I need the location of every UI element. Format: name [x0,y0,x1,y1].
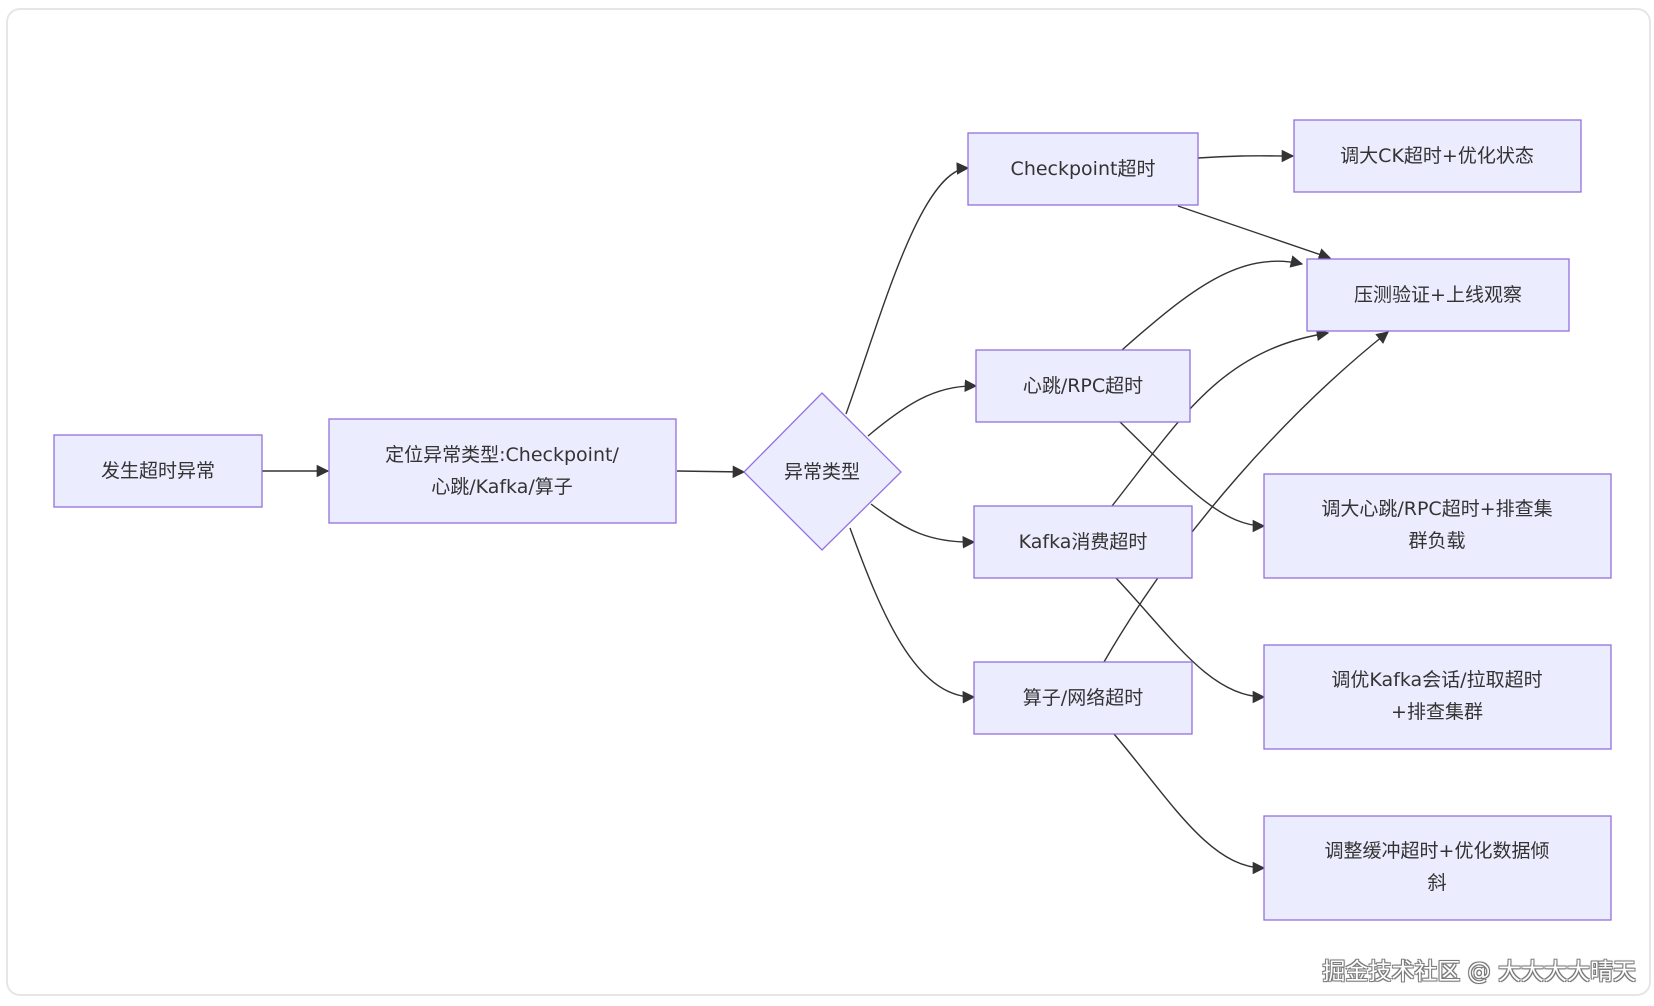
node-locate-label-1: 定位异常类型:Checkpoint/ [385,444,619,466]
node-checkpoint-label: Checkpoint超时 [1011,158,1156,180]
node-start-label: 发生超时异常 [101,460,215,482]
node-locate: 定位异常类型:Checkpoint/ 心跳/Kafka/算子 [328,418,677,524]
edge-decision-operator [849,527,976,704]
node-verify: 压测验证+上线观察 [1306,258,1570,332]
node-verify-label: 压测验证+上线观察 [1354,284,1522,306]
edge-decision-kafka [870,503,976,549]
node-locate-label-2: 心跳/Kafka/算子 [431,476,573,498]
node-kafka-label: Kafka消费超时 [1019,531,1148,553]
node-fix-heartbeat-label-1: 调大心跳/RPC超时+排查集 [1321,498,1552,520]
edge-decision-heartbeat [867,379,978,437]
node-operator-label: 算子/网络超时 [1023,687,1143,709]
edge-checkpoint-fixck [1197,149,1295,163]
node-fix-kafka-label-2: +排查集群 [1391,701,1483,723]
node-heartbeat-label: 心跳/RPC超时 [1023,375,1143,397]
node-fix-kafka: 调优Kafka会话/拉取超时 +排查集群 [1263,644,1612,750]
edge-operator-verify [1103,331,1389,663]
node-start: 发生超时异常 [53,434,263,508]
node-fix-operator: 调整缓冲超时+优化数据倾 斜 [1263,815,1612,921]
node-operator: 算子/网络超时 [973,661,1193,735]
node-decision-label: 异常类型 [784,461,860,483]
edge-checkpoint-verify [1177,205,1332,261]
edge-locate-decision [676,465,746,479]
node-checkpoint: Checkpoint超时 [967,132,1199,206]
edge-decision-checkpoint [845,162,970,415]
edge-kafka-verify [1111,328,1330,507]
node-heartbeat: 心跳/RPC超时 [975,349,1191,423]
node-fix-operator-label-2: 斜 [1427,872,1446,894]
node-fix-ck: 调大CK超时+优化状态 [1293,119,1582,193]
node-decision: 异常类型 [743,392,902,551]
edges [262,149,1389,875]
node-fix-heartbeat: 调大心跳/RPC超时+排查集 群负载 [1263,473,1612,579]
watermark-text: 掘金技术社区 @ 大大大大晴天 [1322,959,1636,985]
node-kafka: Kafka消费超时 [973,505,1193,579]
edge-heartbeat-fixhb [1119,421,1266,533]
edge-kafka-fixkafka [1115,577,1266,704]
node-fix-ck-label: 调大CK超时+优化状态 [1340,145,1534,167]
node-fix-operator-label-1: 调整缓冲超时+优化数据倾 [1325,840,1550,862]
edge-heartbeat-verify [1121,255,1304,351]
node-fix-kafka-label-1: 调优Kafka会话/拉取超时 [1331,669,1542,691]
node-fix-heartbeat-label-2: 群负载 [1408,530,1465,552]
edge-operator-fixop [1113,733,1266,875]
